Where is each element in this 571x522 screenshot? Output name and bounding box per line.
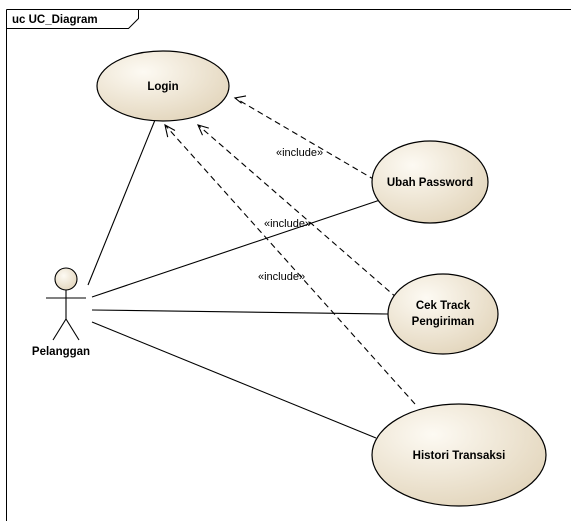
association-ubah-password (91, 199, 381, 298)
arrowhead-histori (164, 123, 176, 138)
usecase-histori-transaksi[interactable]: Histori Transaksi (371, 403, 547, 507)
include-dependencies (164, 97, 416, 405)
usecase-cek-track-pengiriman[interactable]: Cek Track Pengiriman (387, 273, 499, 355)
include-line-histori (164, 124, 416, 405)
include-line-ubah-password (234, 97, 376, 181)
frame-title-tab (6, 9, 139, 29)
arrowhead-ubah-password (233, 95, 247, 104)
usecase-ubah-password-label: Ubah Password (387, 177, 473, 189)
associations (87, 119, 389, 439)
association-cek-track (91, 309, 389, 315)
actor-label: Pelanggan (32, 346, 90, 358)
usecase-cek-track-label-line2: Pengiriman (412, 316, 475, 328)
include-label-1: «include» (276, 147, 323, 159)
usecase-ubah-password[interactable]: Ubah Password (371, 140, 489, 224)
association-login (87, 119, 156, 286)
actor-pelanggan[interactable]: Pelanggan (32, 267, 90, 358)
association-histori-transaksi (91, 321, 377, 439)
usecase-histori-transaksi-label: Histori Transaksi (413, 450, 506, 462)
include-label-2: «include» (264, 218, 311, 230)
include-arrowheads (164, 95, 247, 138)
diagram-frame: uc UC_Diagram (6, 9, 571, 521)
usecase-login[interactable]: Login (96, 50, 230, 122)
arrowhead-cek-track (197, 124, 209, 136)
actor-right-leg (65, 318, 80, 341)
include-label-3: «include» (258, 271, 305, 283)
actor-left-leg (52, 318, 67, 341)
frame-title: uc UC_Diagram (12, 14, 98, 26)
usecase-login-label: Login (147, 81, 178, 93)
usecase-cek-track-label-line1: Cek Track (416, 300, 471, 312)
actor-head (54, 267, 78, 291)
include-line-cek-track (197, 124, 398, 299)
